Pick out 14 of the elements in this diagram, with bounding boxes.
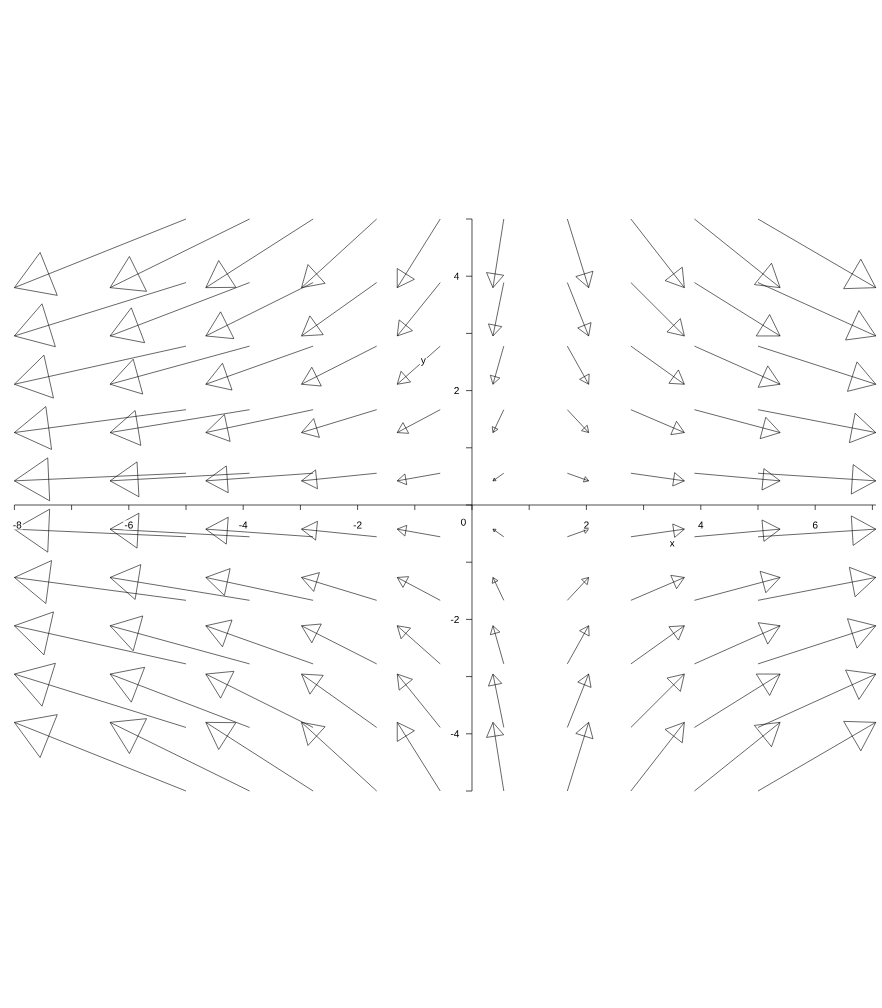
axis-tick-label: -8	[11, 520, 23, 530]
axis-label: x	[668, 540, 676, 548]
axis-label: y	[419, 357, 427, 367]
axis-tick-label: -2	[449, 614, 461, 624]
axis-tick-label: -4	[237, 520, 249, 530]
axis-tick-label: 2	[452, 386, 461, 396]
axis-tick-label: -6	[123, 520, 135, 530]
axis-tick-label: -2	[352, 520, 364, 530]
axis-tick-label: 6	[811, 520, 819, 530]
axis-tick-label: 4	[452, 271, 461, 281]
axis-tick-label: 4	[697, 520, 705, 530]
axis-tick-label: 2	[582, 520, 591, 530]
axis-tick-label: -4	[449, 729, 461, 739]
axis-tick-label: 0	[459, 517, 468, 527]
